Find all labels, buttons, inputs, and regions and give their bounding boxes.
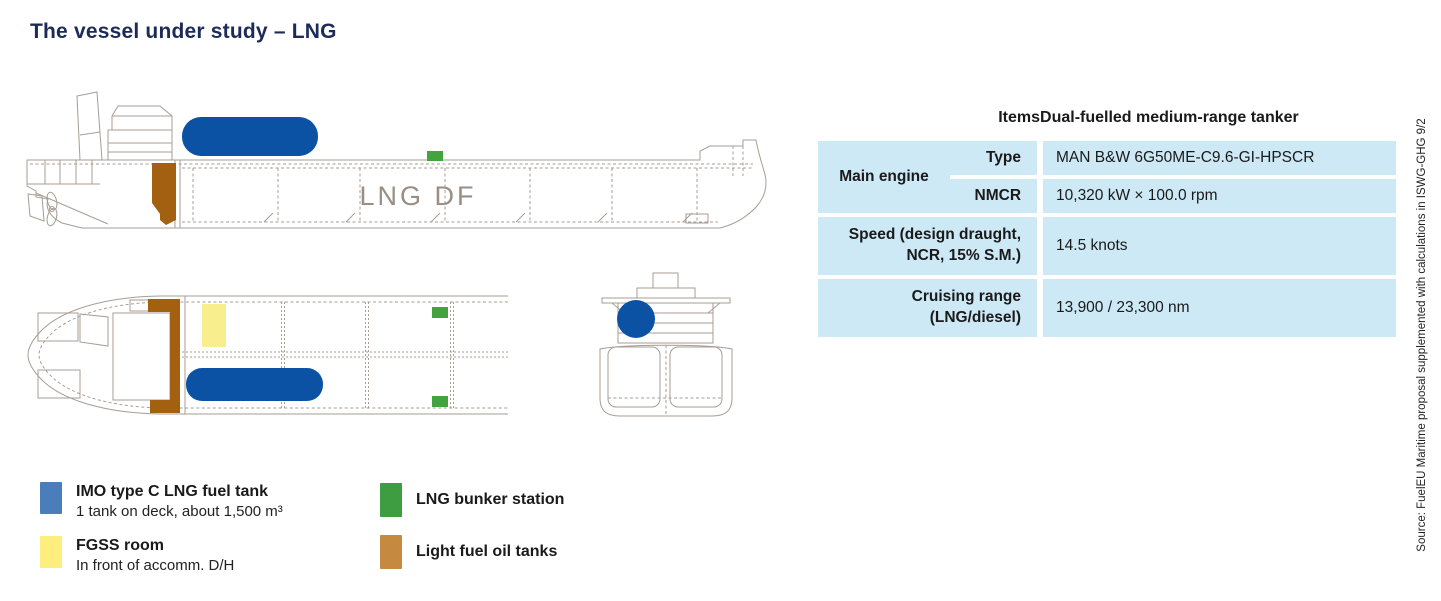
cell-type-value: MAN B&W 6G50ME-C9.6-GI-HPSCR	[1037, 137, 1397, 177]
legend-name: FGSS room	[76, 537, 165, 554]
cell-speed-value: 14.5 knots	[1037, 213, 1397, 277]
side-view-drawing: LNG DF	[26, 91, 767, 229]
lfo-tank-plan	[148, 299, 180, 413]
fgss-swatch	[40, 536, 62, 568]
col-header-items: Items	[818, 103, 1041, 141]
lng-df-label: LNG DF	[359, 181, 476, 211]
fgss-room-plan	[202, 304, 226, 347]
legend-name: IMO type C LNG fuel tank	[76, 483, 269, 500]
legend-name: LNG bunker station	[416, 491, 565, 508]
legend-item-lng-tank: IMO type C LNG fuel tank 1 tank on deck,…	[40, 482, 283, 522]
spec-table: Items Dual-fuelled medium-range tanker M…	[818, 103, 1397, 337]
bunker-swatch	[380, 483, 402, 517]
legend: IMO type C LNG fuel tank 1 tank on deck,…	[40, 478, 740, 588]
cell-cruising-label: Cruising range (LNG/diesel)	[818, 274, 1041, 337]
legend-item-bunker: LNG bunker station	[380, 483, 564, 517]
plan-view-drawing	[27, 295, 508, 415]
source-note: Source: FuelEU Maritime proposal supplem…	[1416, 118, 1428, 552]
cell-main-engine-label: Main engine	[818, 137, 950, 215]
cell-nmcr-value: 10,320 kW × 100.0 rpm	[1037, 175, 1397, 215]
table-row: Main engine Type MAN B&W 6G50ME-C9.6-GI-…	[818, 137, 1397, 215]
table-row: Cruising range (LNG/diesel) 13,900 / 23,…	[818, 274, 1397, 337]
lng-tank-swatch	[40, 482, 62, 514]
lng-fuel-tank-section	[617, 300, 655, 338]
lfo-tank-side	[152, 163, 176, 225]
legend-detail: 1 tank on deck, about 1,500 m³	[76, 503, 283, 520]
cell-speed-label: Speed (design draught, NCR, 15% S.M.)	[818, 213, 1041, 277]
page-title: The vessel under study – LNG	[30, 20, 337, 43]
legend-item-lfo: Light fuel oil tanks	[380, 535, 557, 569]
lfo-swatch	[380, 535, 402, 569]
legend-item-fgss: FGSS room In front of accomm. D/H	[40, 536, 234, 576]
lng-fuel-tank-plan	[186, 368, 323, 401]
bunker-station-plan-bottom	[432, 396, 448, 407]
cell-type-label: Type	[950, 137, 1041, 178]
bunker-station-side	[427, 151, 443, 161]
bunker-station-plan-top	[432, 307, 448, 318]
table-row: Speed (design draught, NCR, 15% S.M.) 14…	[818, 213, 1397, 277]
legend-name: Light fuel oil tanks	[416, 543, 558, 560]
cell-nmcr-label: NMCR	[950, 175, 1041, 215]
table-row: NMCR 10,320 kW × 100.0 rpm	[818, 175, 1397, 215]
lng-fuel-tank-side	[182, 117, 318, 156]
col-header-vessel: Dual-fuelled medium-range tanker	[1040, 103, 1397, 141]
legend-detail: In front of accomm. D/H	[76, 557, 235, 574]
cell-cruising-value: 13,900 / 23,300 nm	[1037, 274, 1397, 337]
vessel-drawings: LNG DF	[26, 91, 767, 417]
section-view-drawing	[599, 272, 733, 417]
